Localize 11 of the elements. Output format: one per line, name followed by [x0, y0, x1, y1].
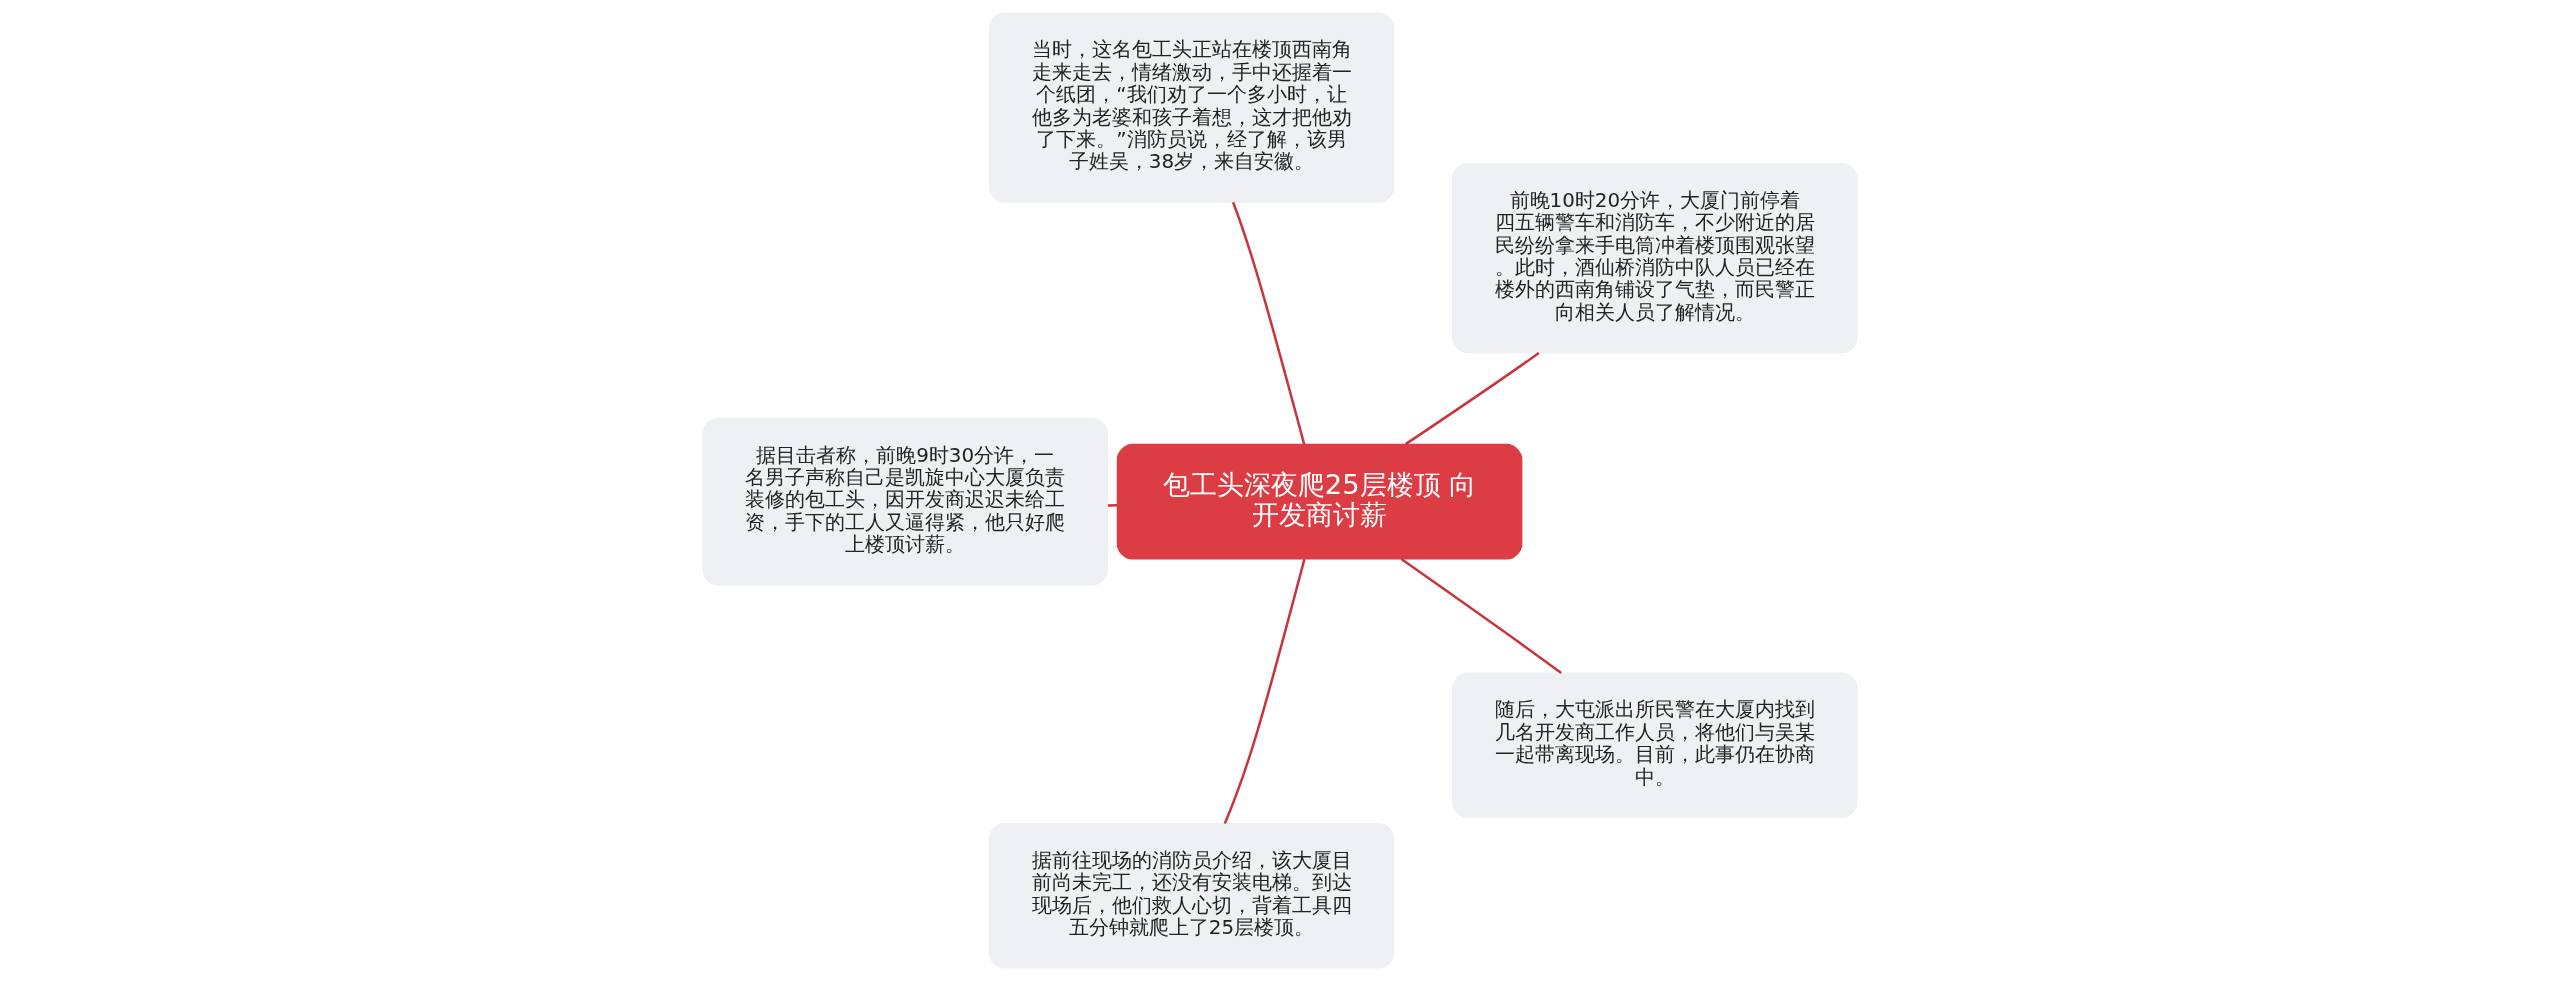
node-box: 包工头深夜爬25层楼顶 向开发商讨薪 — [1116, 443, 1523, 560]
connector — [1405, 351, 1540, 446]
connector — [1400, 558, 1562, 675]
connector — [1231, 201, 1306, 445]
node-box: 当时，这名包工头正站在楼顶西南角走来走去，情绪激动，手中还握着一个纸团，“我们劝了一个多小时，让他多为老婆和孩子着想，这才把他劝了下来。”消防员说，经了解，该男子姓吴，38岁，来自安徽。 — [988, 12, 1395, 203]
node-box: 前晚10时20分许，大厦门前停着四五辆警车和消防车，不少附近的居民纷纷拿来手电筒冲着楼顶围观张望。此时，酒仙桥消防中队人员已经在楼外的西南角铺设了气垫，而民警正向相关人员了解情况。 — [1452, 162, 1858, 354]
connector — [1223, 558, 1306, 824]
node-box: 据前往现场的消防员介绍，该大厦目前尚未完工，还没有安装电梯。到达现场后，他们救人心切，背着工具四五分钟就爬上了25层楼顶。 — [988, 823, 1395, 969]
connector — [1107, 504, 1118, 507]
node-box: 据目击者称，前晚9时30分许，一名男子声称自己是凯旋中心大厦负责装修的包工头，因开发商迟迟未给工资，手下的工人又逼得紧，他只好爬上楼顶讨薪。 — [702, 417, 1108, 586]
node-box: 随后，大屯派出所民警在大厦内找到几名开发商工作人员，将他们与吴某一起带离现场。目前，此事仍在协商中。 — [1452, 672, 1858, 819]
